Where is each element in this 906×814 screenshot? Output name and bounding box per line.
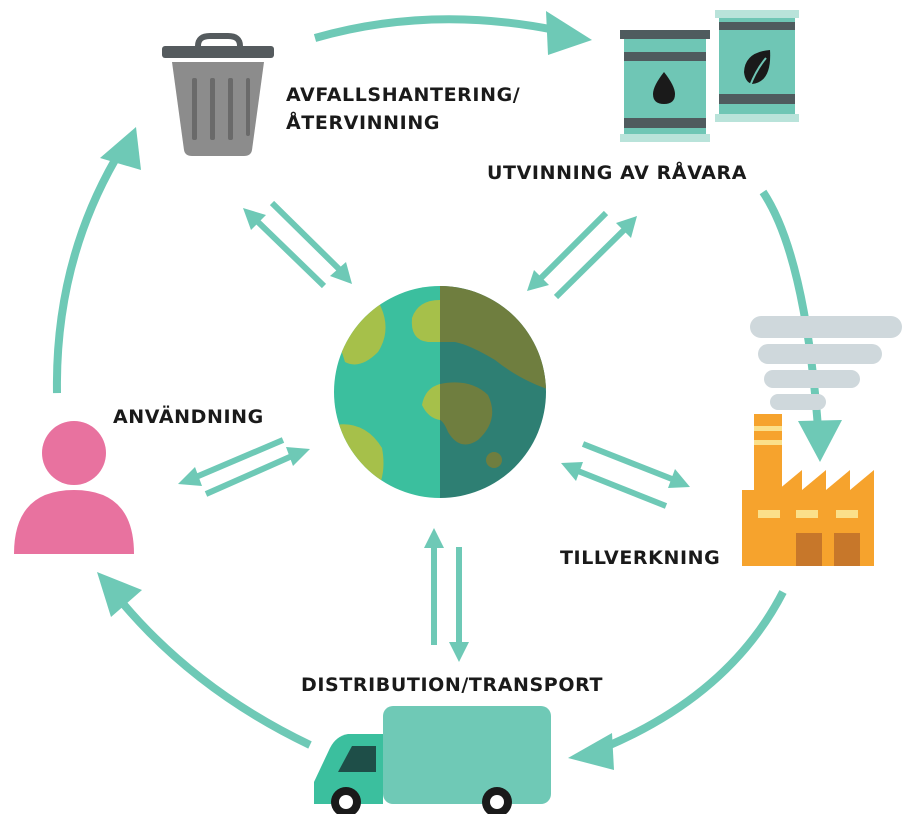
trash-bin-icon bbox=[162, 33, 274, 156]
earth-icon bbox=[334, 286, 546, 498]
bio-barrel-icon bbox=[715, 10, 799, 122]
delivery-truck-icon bbox=[314, 706, 551, 814]
person-icon bbox=[14, 421, 134, 554]
exchange-arrows bbox=[178, 200, 690, 662]
cycle-arrow-manufacturing-to-distribution bbox=[601, 590, 787, 752]
label-waste-management: AVFALLSHANTERING/ ÅTERVINNING bbox=[286, 81, 520, 137]
cycle-arrow-usage-to-waste bbox=[52, 158, 119, 394]
arrowhead-to-distribution bbox=[568, 733, 614, 770]
arrowhead-to-extraction bbox=[546, 11, 592, 55]
arrowhead-to-manufacturing bbox=[798, 420, 842, 462]
cycle-arrow-distribution-to-usage bbox=[116, 597, 312, 749]
oil-barrel-icon bbox=[620, 30, 710, 142]
label-waste-line2: ÅTERVINNING bbox=[286, 112, 441, 134]
smoke-icon bbox=[750, 316, 902, 410]
label-usage: ANVÄNDNING bbox=[113, 406, 264, 428]
label-raw-material-extraction: UTVINNING AV RÅVARA bbox=[487, 162, 748, 184]
cycle-arrow-extraction-to-manufacturing bbox=[759, 189, 822, 429]
cycle-arrowheads bbox=[97, 11, 842, 770]
label-distribution-transport: DISTRIBUTION/TRANSPORT bbox=[301, 674, 604, 696]
label-manufacturing: TILLVERKNING bbox=[560, 547, 721, 569]
arrowhead-to-waste bbox=[100, 127, 141, 170]
arrowhead-to-usage bbox=[97, 572, 142, 617]
cycle-arrow-waste-to-extraction bbox=[313, 15, 556, 42]
factory-icon bbox=[742, 414, 874, 566]
label-waste-line1: AVFALLSHANTERING/ bbox=[286, 84, 521, 106]
